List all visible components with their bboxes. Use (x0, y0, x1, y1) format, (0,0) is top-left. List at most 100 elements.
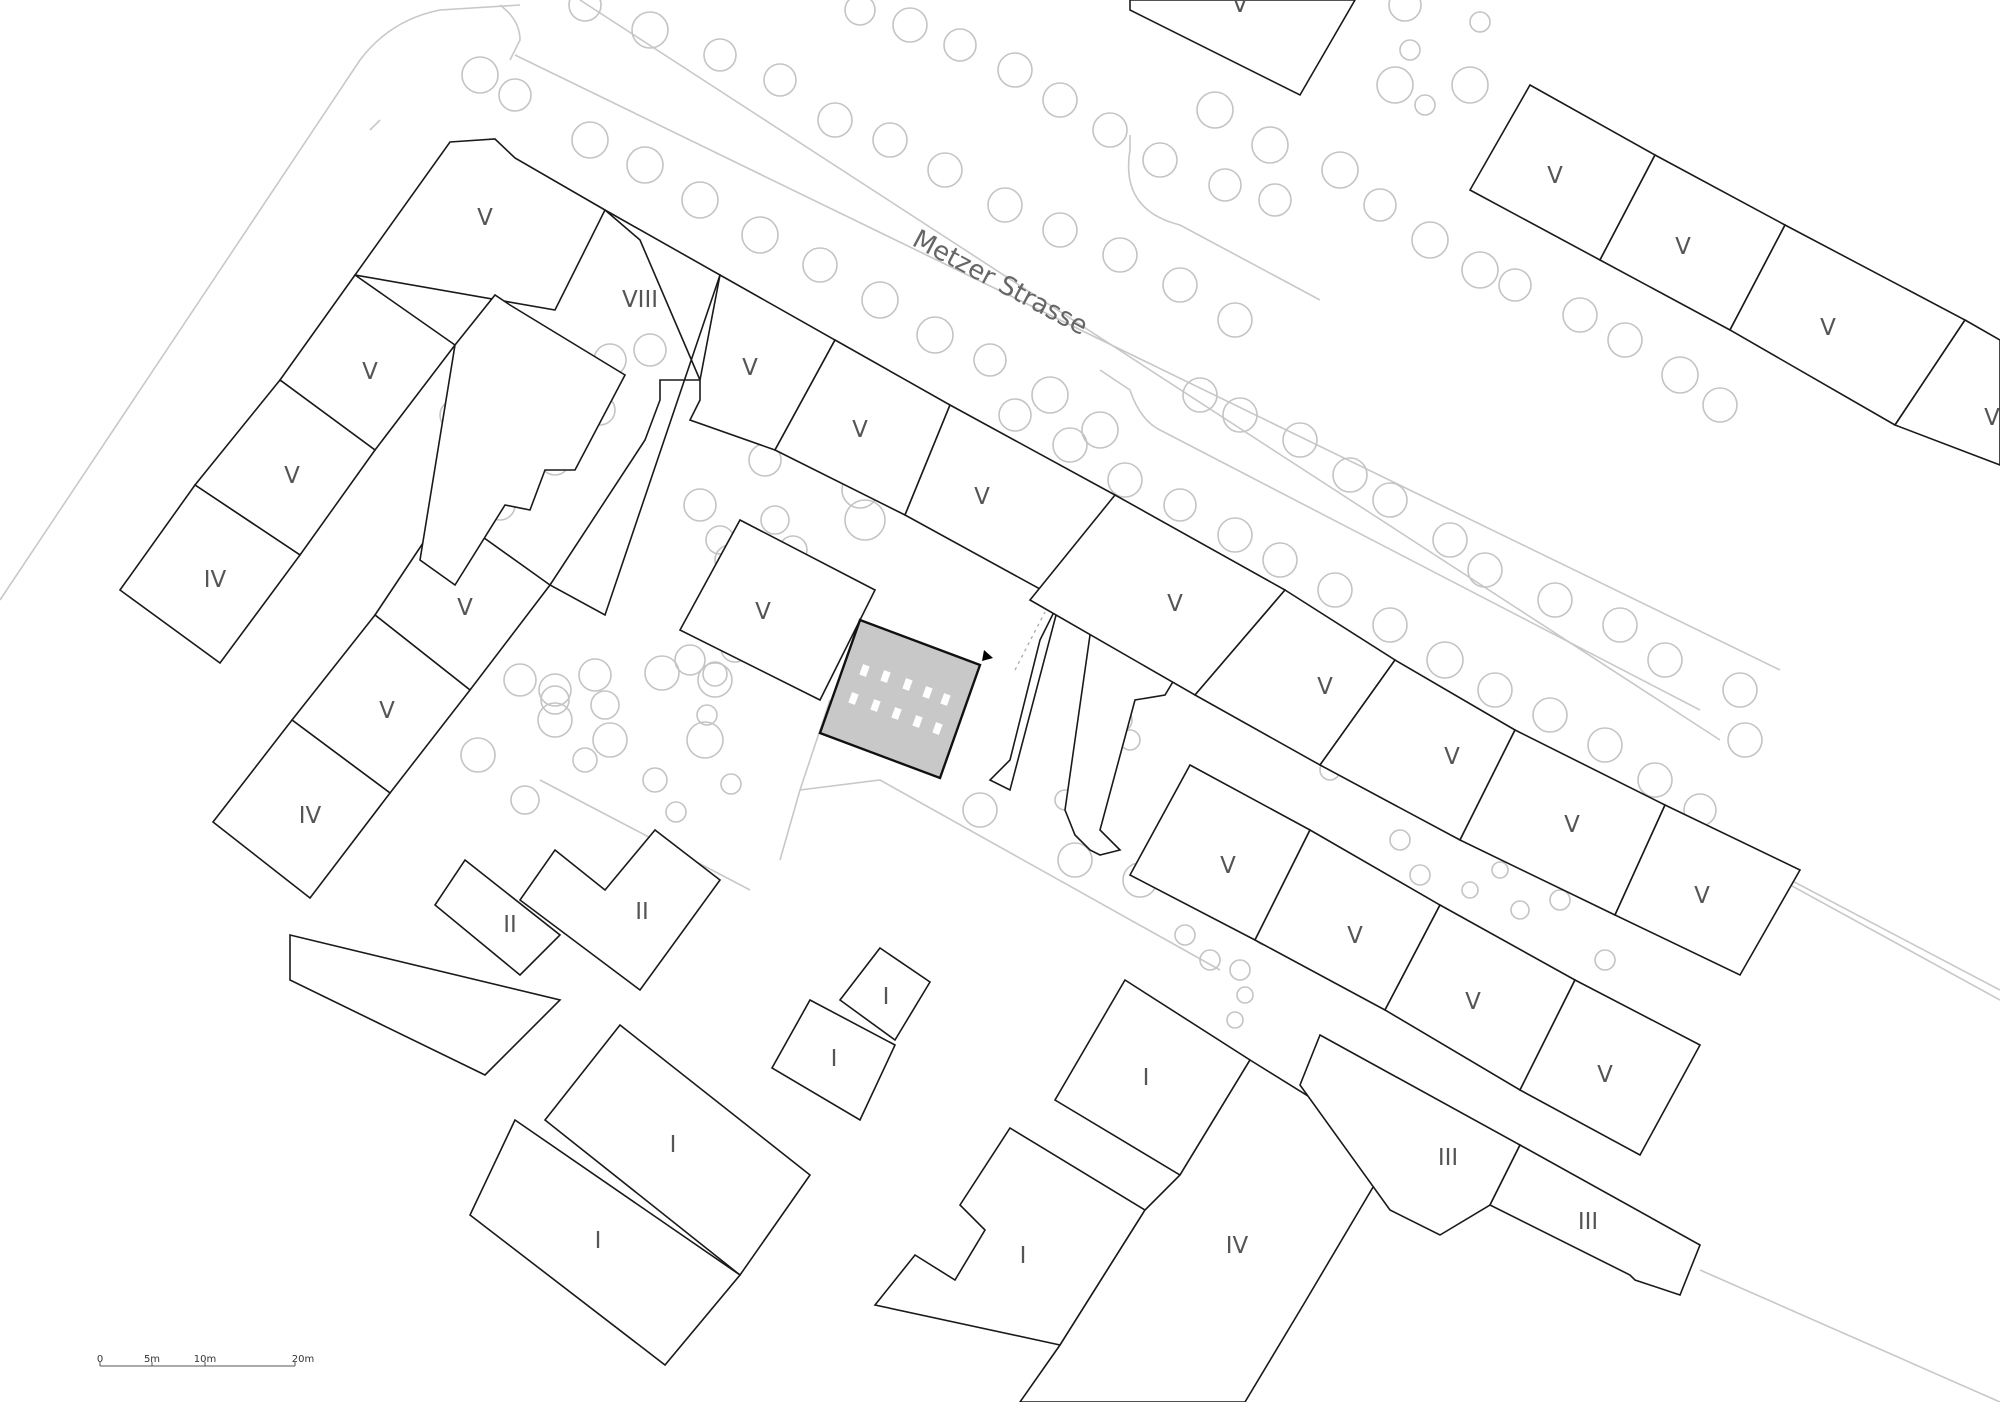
tree-icon (802, 247, 838, 283)
floor-label-se-3: III (1578, 1209, 1598, 1235)
tree-icon (962, 792, 998, 828)
floor-label-w-3: IV (204, 567, 227, 593)
tree-icon (861, 281, 899, 319)
building-s-3 (838, 946, 932, 1042)
tree-icon (674, 644, 706, 676)
tree-icon (1081, 411, 1119, 449)
tree-icon (1229, 959, 1251, 981)
tree-icon (1092, 112, 1128, 148)
tree-icon (1467, 552, 1503, 588)
tree-icon (1262, 542, 1298, 578)
tree-icon (1042, 82, 1078, 118)
floor-label-e-3: V (1444, 744, 1460, 770)
window-icon (902, 678, 913, 691)
tree-icon (1647, 642, 1683, 678)
tree-icon (592, 722, 628, 758)
tree-icon (1549, 889, 1571, 911)
tree-icon (1251, 126, 1289, 164)
tree-icon (571, 121, 609, 159)
tree-icon (916, 316, 954, 354)
tree-icon (1477, 672, 1513, 708)
tree-icon (817, 102, 853, 138)
tree-icon (626, 146, 664, 184)
floor-label-s-1: II (503, 912, 517, 938)
floor-label-m-1: V (457, 595, 473, 621)
floor-label-ne-4: V (1984, 405, 2000, 431)
tree-icon (720, 773, 742, 795)
tree-icon (665, 801, 687, 823)
buildings (118, 0, 2000, 1402)
tree-icon (631, 11, 669, 49)
tree-icon (1199, 949, 1221, 971)
tree-icon (1510, 900, 1530, 920)
floor-label-s-3: I (883, 984, 890, 1010)
window-icon (880, 670, 891, 683)
tree-icon (1661, 356, 1699, 394)
floor-label-c-1: V (755, 599, 771, 625)
scale-tick-10m: 10m (194, 1354, 216, 1365)
tree-icon (696, 704, 718, 726)
floor-label-e-7: V (1347, 923, 1363, 949)
tree-icon (1498, 268, 1532, 302)
window-icon (922, 686, 933, 699)
floor-label-s-7: I (1143, 1065, 1150, 1091)
floor-label-e-4: V (1564, 812, 1580, 838)
tree-icon (1399, 39, 1421, 61)
floor-label-e-1: V (1167, 591, 1183, 617)
floor-label-e-8: V (1465, 989, 1481, 1015)
tree-icon (578, 658, 612, 692)
building-e-5 (1613, 803, 1802, 977)
tree-icon (1537, 582, 1573, 618)
floor-label-e-2: V (1317, 674, 1333, 700)
tree-icon (763, 63, 797, 97)
tree-icon (927, 152, 963, 188)
tree-icon (1208, 168, 1242, 202)
tree-icon (697, 662, 733, 698)
tree-icon (1182, 377, 1218, 413)
tree-icon (1532, 697, 1568, 733)
tree-icon (537, 702, 573, 738)
tree-icon (1372, 607, 1408, 643)
tree-icon (1411, 221, 1449, 259)
window-icon (891, 707, 902, 720)
tree-icon (1562, 297, 1598, 333)
floor-label-nw-4: V (852, 417, 868, 443)
tree-icon (642, 767, 668, 793)
tree-icon (1196, 91, 1234, 129)
scale-tick-5m: 5m (144, 1354, 160, 1365)
window-icon (940, 693, 951, 706)
tree-icon (1363, 188, 1397, 222)
tree-icon (1226, 1011, 1244, 1029)
tree-icon (1702, 387, 1738, 423)
window-icon (848, 692, 859, 705)
tree-icon (1602, 607, 1638, 643)
building-m-3 (211, 718, 392, 900)
floor-label-e-6: V (1220, 853, 1236, 879)
floor-label-ne-1: V (1547, 163, 1563, 189)
window-icon (870, 699, 881, 712)
building-se-1 (1019, 1058, 1397, 1402)
building-s-1b (289, 933, 562, 1076)
building-nw-wing (419, 293, 627, 587)
tree-icon (1409, 864, 1431, 886)
tree-icon (1426, 641, 1464, 679)
tree-icon (1317, 572, 1353, 608)
tree-icon (1107, 462, 1143, 498)
tree-icon (510, 785, 540, 815)
scale-tick-20m: 20m (292, 1354, 314, 1365)
tree-icon (1389, 829, 1411, 851)
floor-label-nw-1: V (477, 205, 493, 231)
building-c-1 (678, 518, 877, 702)
tree-icon (1217, 302, 1253, 338)
tree-icon (1057, 842, 1093, 878)
floor-label-s-5: I (670, 1132, 677, 1158)
building-se-3 (1488, 1143, 1702, 1296)
tree-icon (1587, 727, 1623, 763)
floor-label-w-2: V (284, 463, 300, 489)
floor-label-s-6: I (595, 1228, 602, 1254)
floor-label-ne-3: V (1820, 315, 1836, 341)
tree-icon (943, 28, 977, 62)
tree-icon (1372, 482, 1408, 518)
floor-label-e-9: V (1597, 1062, 1613, 1088)
